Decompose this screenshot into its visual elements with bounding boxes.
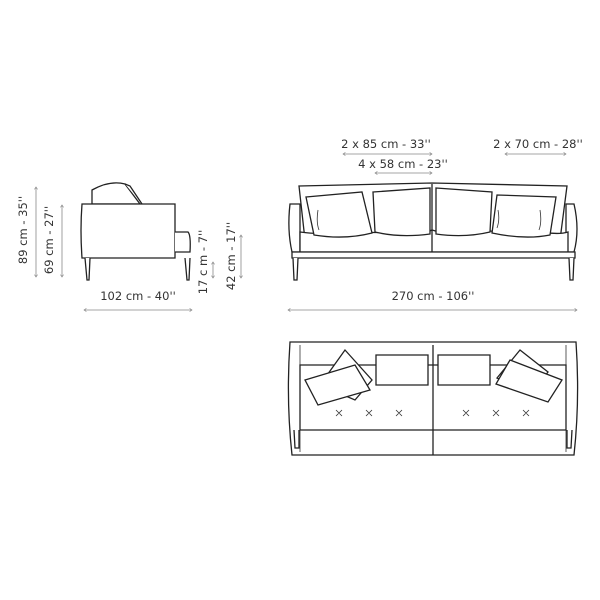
side-cushions-label: 2 x 70 cm - 28'' xyxy=(493,137,583,151)
seat-cushions-label: 4 x 58 cm - 23'' xyxy=(358,157,448,171)
side-view: 89 cm - 35'' 69 cm - 27'' 102 cm - 40'' … xyxy=(16,182,241,310)
back-cushions-label: 2 x 85 cm - 33'' xyxy=(341,137,431,151)
seat-height-label: 42 cm - 17'' xyxy=(224,222,238,290)
height-total-label: 89 cm - 35'' xyxy=(16,196,30,264)
depth-label: 102 cm - 40'' xyxy=(100,289,176,303)
width-label: 270 cm - 106'' xyxy=(392,289,475,303)
height-arm-label: 69 cm - 27'' xyxy=(42,206,56,274)
top-view xyxy=(287,341,579,456)
leg-height-label: 17 c m - 7'' xyxy=(196,230,210,295)
front-view: 2 x 85 cm - 33'' 4 x 58 cm - 23'' 2 x 70… xyxy=(288,137,583,310)
